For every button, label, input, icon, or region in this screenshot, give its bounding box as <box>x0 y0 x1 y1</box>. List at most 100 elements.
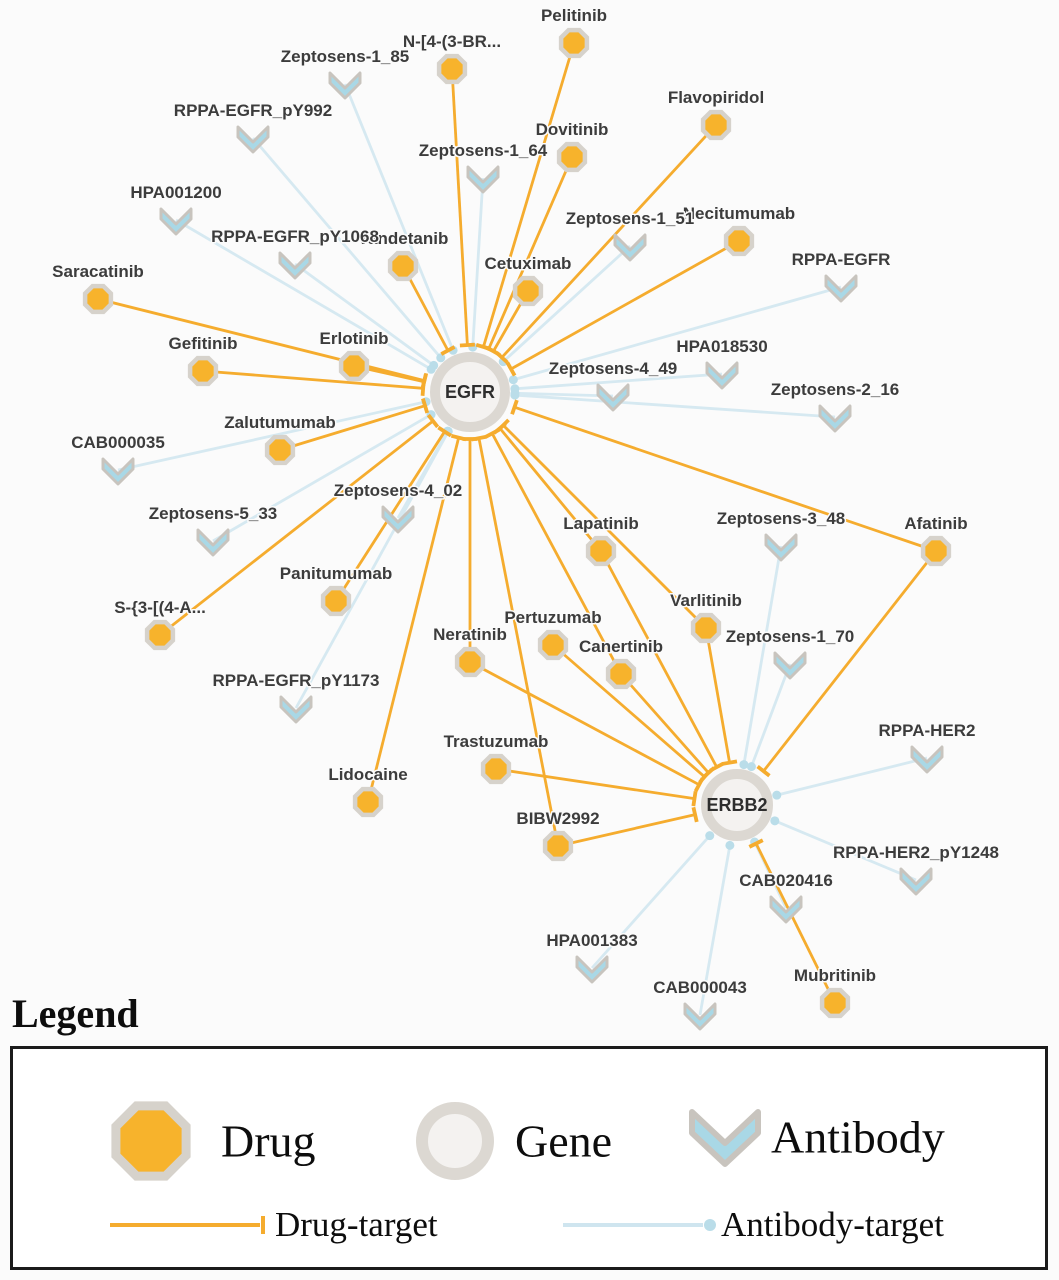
antibody-node[interactable] <box>159 207 193 236</box>
label-layer: EGFRERBB2PelitinibN-[4-(3-BR...Flavopiri… <box>51 5 1001 999</box>
node-label: CAB000035 <box>71 433 165 452</box>
node-label: Canertinib <box>579 637 663 656</box>
antibody-node[interactable] <box>818 404 852 433</box>
drug-node[interactable] <box>480 753 512 785</box>
drug-target-legend-line <box>110 1216 265 1234</box>
drug-edge-tee <box>510 399 519 415</box>
drug-edge-tee <box>691 806 699 823</box>
drug-target-edge <box>487 156 574 350</box>
drug-node[interactable] <box>352 786 384 818</box>
antibody-node[interactable] <box>466 165 500 194</box>
node-label: Zeptosens-1_64 <box>419 141 548 160</box>
antibody-node[interactable] <box>236 125 270 154</box>
drug-node[interactable] <box>454 646 486 678</box>
drug-edge-tee <box>459 342 475 348</box>
drug-node[interactable] <box>82 283 114 315</box>
drug-node[interactable] <box>542 830 574 862</box>
drug-target-edge <box>97 297 425 382</box>
antibody-target-edge <box>175 218 432 371</box>
antibody-target-edge <box>776 756 928 797</box>
edge-layer <box>97 42 938 1016</box>
node-label: Saracatinib <box>52 262 144 281</box>
node-label: Trastuzumab <box>444 732 549 751</box>
drug-node[interactable] <box>605 658 637 690</box>
drug-node[interactable] <box>320 585 352 617</box>
antibody-node[interactable] <box>196 528 230 557</box>
drug-node[interactable] <box>723 225 755 257</box>
node-label: Zeptosens-1_51 <box>566 209 695 228</box>
drug-legend-label: Drug <box>221 1115 316 1167</box>
drug-target-edge <box>498 427 603 552</box>
antibody-target-edge <box>590 834 711 969</box>
node-label: Zeptosens-2_16 <box>771 380 900 399</box>
node-label: Zeptosens-1_85 <box>281 47 410 66</box>
drug-node[interactable] <box>700 109 732 141</box>
antibody-node[interactable] <box>769 895 803 924</box>
drug-node[interactable] <box>558 27 590 59</box>
drug-node[interactable] <box>585 535 617 567</box>
drug-node[interactable] <box>920 535 952 567</box>
drug-target-edge <box>552 643 706 778</box>
gene-legend-icon <box>416 1102 494 1180</box>
gene-label: EGFR <box>445 382 495 402</box>
antibody-node[interactable] <box>613 233 647 262</box>
antibody-node[interactable] <box>278 251 312 280</box>
antibody-node[interactable] <box>899 867 933 896</box>
drug-node[interactable] <box>187 355 219 387</box>
gene-node[interactable] <box>701 769 773 841</box>
antibody-node[interactable] <box>101 457 135 486</box>
antibody-target-legend-line <box>563 1219 716 1231</box>
antibody-node[interactable] <box>683 1002 717 1031</box>
antibody-edge-terminator <box>436 353 446 363</box>
antibody-node[interactable] <box>575 955 609 984</box>
antibody-target-edge <box>294 262 435 367</box>
antibody-node[interactable] <box>705 361 739 390</box>
drug-edge-tee <box>698 769 711 784</box>
node-label: HPA018530 <box>676 337 767 356</box>
drug-node[interactable] <box>556 141 588 173</box>
drug-edge-tee <box>421 397 430 414</box>
antibody-target-edge <box>251 137 442 359</box>
antibody-node[interactable] <box>824 274 858 303</box>
drug-edge-tee <box>756 765 771 778</box>
antibody-node[interactable] <box>596 383 630 412</box>
antibody-edge-terminator <box>739 760 749 770</box>
node-label: Zeptosens-1_70 <box>726 627 855 646</box>
drug-edge-tee <box>426 413 440 429</box>
node-label: Vandetanib <box>358 229 449 248</box>
antibody-node[interactable] <box>764 533 798 562</box>
node-label: Neratinib <box>433 625 507 644</box>
antibody-node[interactable] <box>381 505 415 534</box>
drug-target-edge <box>482 42 576 348</box>
drug-node[interactable] <box>512 275 544 307</box>
node-label: N-[4-(3-BR... <box>403 32 501 51</box>
antibody-target-edge <box>343 83 455 351</box>
antibody-node[interactable] <box>910 745 944 774</box>
antibody-node[interactable] <box>773 651 807 680</box>
drug-node[interactable] <box>537 629 569 661</box>
legend-box: Drug Gene Antibody Drug-target Antibody-… <box>10 1046 1048 1270</box>
antibody-target-edge <box>471 177 485 348</box>
drug-node[interactable] <box>264 434 296 466</box>
antibody-node[interactable] <box>279 695 313 724</box>
antibody-target-edge <box>117 400 427 472</box>
node-label: CAB020416 <box>739 871 833 890</box>
drug-node[interactable] <box>144 619 176 651</box>
antibody-edge-terminator <box>725 840 735 850</box>
node-label: Zalutumumab <box>224 413 335 432</box>
drug-node[interactable] <box>819 987 851 1019</box>
antibody-edge-terminator <box>429 360 439 370</box>
drug-node[interactable] <box>436 53 468 85</box>
antibody-node[interactable] <box>328 71 362 100</box>
drug-target-edge <box>619 673 710 774</box>
node-label: Mubritinib <box>794 966 876 985</box>
drug-node[interactable] <box>690 612 722 644</box>
drug-node[interactable] <box>387 250 419 282</box>
antibody-target-edge <box>512 285 842 382</box>
drug-legend-icon <box>111 1101 191 1181</box>
node-label: CAB000043 <box>653 978 747 997</box>
node-label: Erlotinib <box>320 329 389 348</box>
gene-node[interactable] <box>430 352 510 432</box>
drug-node[interactable] <box>338 350 370 382</box>
